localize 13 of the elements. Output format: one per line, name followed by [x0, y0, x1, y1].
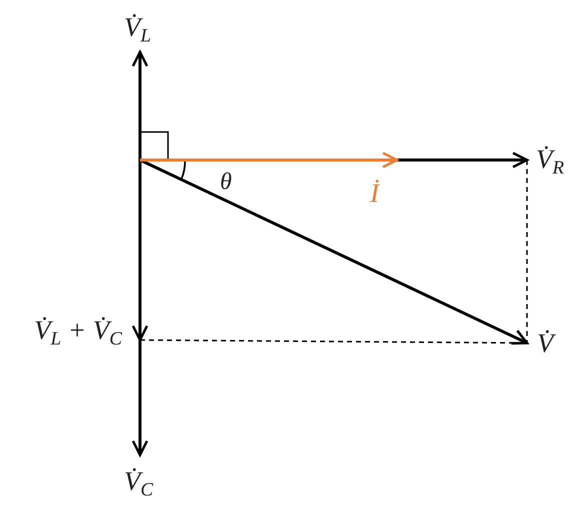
phasor-label: V̇ [537, 330, 554, 357]
arrow [139, 158, 528, 345]
dashed-line [526, 160, 528, 343]
arrow [132, 160, 148, 456]
phasor-label: V̇$_{R}$ [536, 146, 564, 179]
phasor-label: V̇$_{L}$ + V̇$_{C}$ [34, 317, 122, 350]
right-angle-mark [139, 131, 169, 161]
current-label: İ [370, 180, 379, 207]
phasor-label: V̇$_{C}$ [124, 468, 154, 501]
arrow [140, 152, 398, 168]
arrow [132, 50, 148, 160]
angle-label: θ [220, 170, 232, 194]
phasor-label: V̇$_{L}$ [124, 14, 152, 47]
